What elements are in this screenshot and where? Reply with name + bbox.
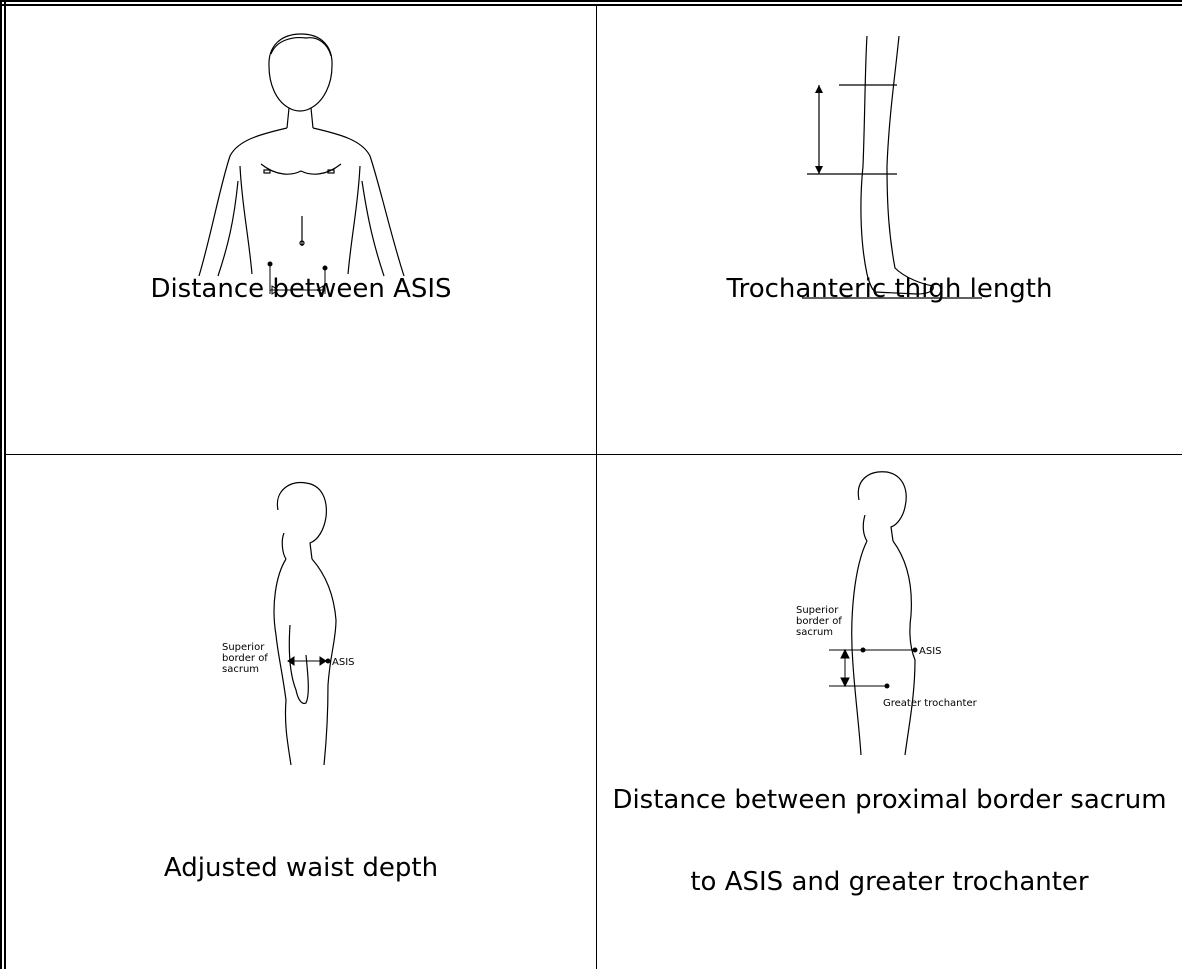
label4-trochanter: Greater trochanter — [883, 698, 978, 709]
label-sacrum-line3: sacrum — [222, 664, 259, 675]
label-asis: ASIS — [332, 657, 355, 668]
side-leg-illustration — [597, 6, 1182, 454]
label4-sacrum-line2: border of — [796, 616, 842, 627]
caption-sacrum-line1: Distance between proximal border sacrum — [597, 785, 1182, 815]
label-sacrum-line1: Superior — [222, 642, 265, 653]
cell-asis-distance: Distance between ASIS — [6, 6, 596, 454]
label4-sacrum-line1: Superior — [796, 605, 839, 616]
side-body-waist-illustration: Superior border of sacrum ASIS — [6, 455, 596, 969]
caption-thigh-length: Trochanteric thigh length — [597, 274, 1182, 304]
label4-asis: ASIS — [919, 646, 942, 657]
label-sacrum-line2: border of — [222, 653, 268, 664]
front-torso-illustration — [6, 6, 596, 454]
caption-waist-depth: Adjusted waist depth — [6, 853, 596, 883]
caption-asis-distance: Distance between ASIS — [6, 274, 596, 304]
cell-waist-depth: Superior border of sacrum ASIS Adjusted … — [6, 455, 596, 969]
label4-sacrum-line3: sacrum — [796, 627, 833, 638]
caption-sacrum-line2: to ASIS and greater trochanter — [597, 867, 1182, 897]
cell-thigh-length: Trochanteric thigh length — [597, 6, 1182, 454]
cell-sacrum-trochanter: Superior border of sacrum ASIS Greater t… — [597, 455, 1182, 969]
